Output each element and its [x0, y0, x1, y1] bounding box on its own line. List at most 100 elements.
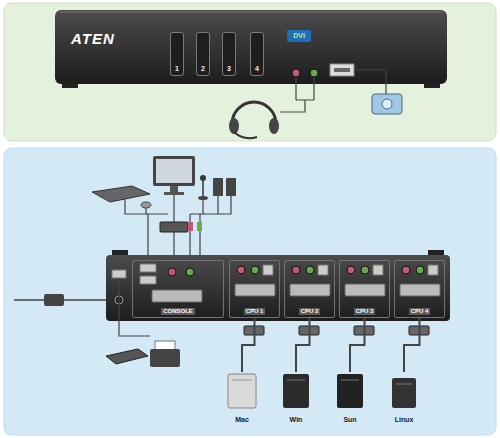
- speaker: [213, 178, 223, 196]
- port-button: 4: [250, 32, 264, 76]
- audio-jack: [310, 69, 318, 77]
- usb-port: [140, 276, 156, 284]
- port-button: 3: [222, 32, 236, 76]
- button-number: 2: [201, 65, 205, 73]
- cpu-ports: CPU 2: [284, 260, 335, 318]
- computer-label: Win: [290, 416, 303, 424]
- dvi-port: [400, 284, 440, 296]
- usb-b-port: [373, 265, 383, 275]
- monitor-stand: [164, 186, 184, 195]
- section-label: CPU 4: [409, 308, 431, 315]
- mouse: [141, 202, 151, 208]
- usb-port-inner: [334, 68, 350, 72]
- mic-boom: [234, 132, 257, 138]
- dvi-port: [235, 284, 275, 296]
- cable: [242, 318, 255, 372]
- dvi-port: [345, 284, 385, 296]
- cpu-ports: CPU 3: [339, 260, 390, 318]
- cable: [296, 318, 310, 372]
- usb-b-port: [318, 265, 328, 275]
- audio-jack: [416, 266, 424, 274]
- rear-panel-ground: [4, 148, 496, 435]
- mic-jack: [237, 266, 245, 274]
- computer: Mac: [224, 372, 260, 424]
- dvi-port: [290, 284, 330, 296]
- drive-slot: [396, 384, 412, 385]
- console-wires: [125, 195, 231, 222]
- drive-slot: [287, 380, 305, 381]
- button-number: 4: [255, 65, 259, 73]
- port-button: 1: [170, 32, 184, 76]
- ear-cup: [229, 118, 239, 134]
- drive-slot: [341, 380, 359, 381]
- usb-wire: [354, 70, 386, 94]
- button-number: 1: [175, 65, 179, 73]
- audio-jack: [251, 266, 259, 274]
- usb-port: [112, 270, 126, 278]
- audio-plug: [188, 222, 193, 231]
- housing-edge: [60, 12, 442, 13]
- headset-wire: [280, 77, 314, 112]
- brand-logo: ATEN: [71, 30, 115, 47]
- audio-jack: [306, 266, 314, 274]
- computer-tower: [228, 374, 256, 408]
- button-number: 3: [227, 65, 231, 73]
- usb-port: [330, 64, 354, 76]
- mic-jack: [347, 266, 355, 274]
- usb-b-port: [428, 265, 438, 275]
- power-adapter: [44, 294, 64, 306]
- keyboard: [92, 186, 150, 202]
- usb-b-port: [263, 265, 273, 275]
- computer-tower: [283, 374, 309, 408]
- console-ports: CONSOLE: [132, 260, 224, 318]
- computer-tower: [337, 374, 363, 408]
- device-lens: [382, 99, 392, 109]
- dvi-plug: [160, 222, 188, 232]
- mic-jack: [292, 266, 300, 274]
- badge-text: DVI: [293, 32, 305, 40]
- cable: [350, 318, 365, 372]
- port-button: 2: [196, 32, 210, 76]
- audio-jack: [361, 266, 369, 274]
- cpu-ports: CPU 1: [229, 260, 280, 318]
- front-housing: [55, 10, 447, 84]
- microphone-head: [200, 175, 206, 181]
- cpu-ports: CPU 4: [394, 260, 445, 318]
- console-wires: [148, 214, 200, 258]
- dvi-port: [152, 290, 202, 302]
- computer-label: Sun: [343, 416, 356, 424]
- ear-cup: [269, 118, 279, 134]
- section-label: CPU 1: [244, 308, 266, 315]
- computer-label: Mac: [235, 416, 249, 424]
- scanner: [106, 349, 148, 364]
- computer: Win: [278, 372, 314, 424]
- computer: Linux: [386, 372, 422, 424]
- section-label: CPU 2: [299, 308, 321, 315]
- usb-port: [140, 264, 156, 272]
- monitor-screen: [156, 159, 192, 183]
- cable: [404, 318, 420, 372]
- rear-housing: [106, 255, 450, 321]
- drive-slot: [232, 380, 252, 381]
- usb-device: [372, 94, 402, 114]
- switch-front: ATEN 1 2 3 4 DVI: [55, 10, 447, 84]
- printer-wire: [119, 278, 150, 336]
- audio-jack: [186, 268, 194, 276]
- mic-jack: [292, 69, 300, 77]
- monitor: [153, 156, 195, 186]
- audio-plug: [197, 222, 202, 231]
- dvi-badge: DVI: [287, 30, 311, 42]
- printer-paper: [155, 341, 175, 350]
- computer-label: Linux: [395, 416, 414, 424]
- speaker: [226, 178, 236, 196]
- microphone: [202, 181, 204, 197]
- printer: [150, 349, 180, 367]
- headset-band: [232, 102, 276, 124]
- section-label: CONSOLE: [161, 308, 195, 315]
- front-panel-ground: [4, 3, 496, 141]
- computer-tower: [392, 378, 416, 408]
- section-label: CPU 3: [354, 308, 376, 315]
- computer: Sun: [332, 372, 368, 424]
